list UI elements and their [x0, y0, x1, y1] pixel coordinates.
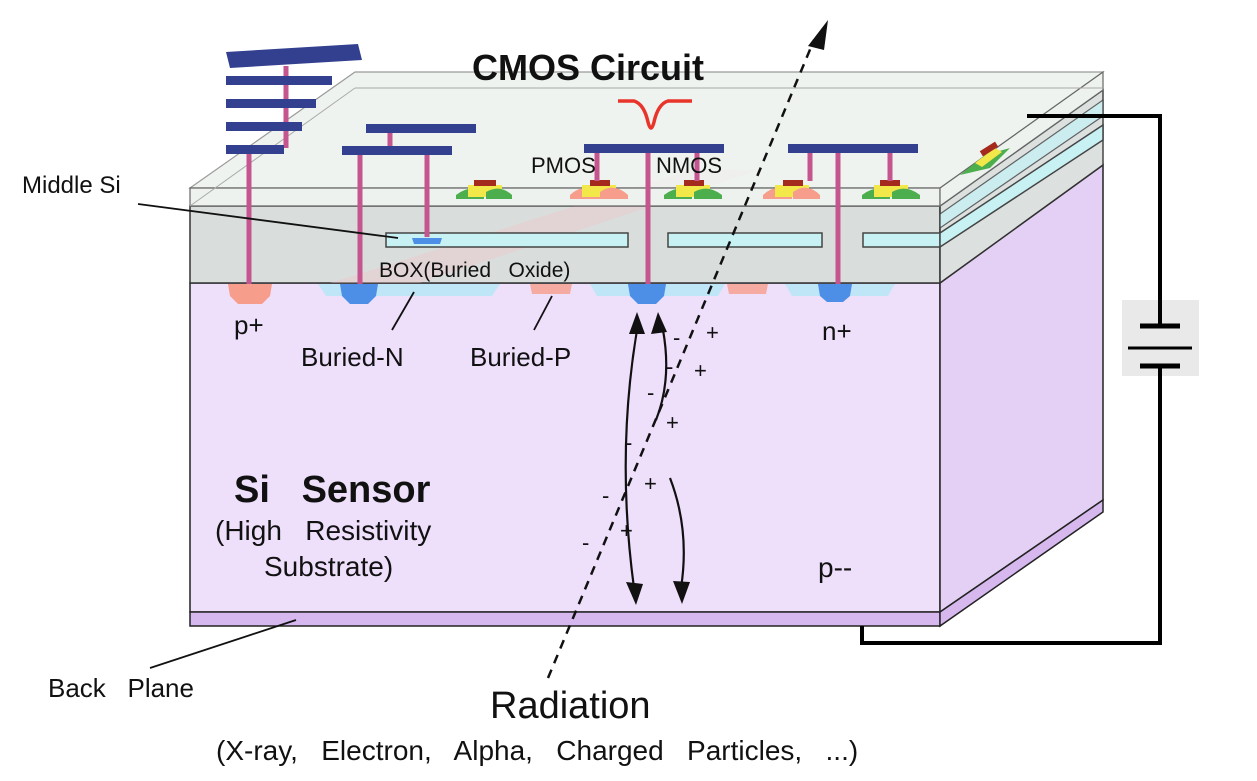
metal-line-buried-n-top	[366, 124, 476, 133]
middle-si-strip-3	[862, 232, 941, 248]
charge-plus: +	[706, 320, 719, 345]
leader-buried-p	[533, 295, 553, 331]
circuit-front-face	[189, 187, 941, 207]
metal-stack-4	[226, 145, 284, 154]
charge-minus: -	[666, 354, 673, 379]
transistor-4	[763, 180, 820, 199]
back-plane-side	[939, 498, 1104, 628]
nmos-label: NMOS	[656, 153, 722, 178]
metal-line-buried-n	[342, 146, 452, 155]
charge-minus: -	[582, 530, 589, 555]
n-plus-implant-1	[340, 284, 378, 304]
middle-si-label: Middle Si	[22, 172, 121, 199]
pmos-label: PMOS	[531, 153, 596, 178]
transistor-nmos	[664, 180, 722, 199]
buried-p-implant-2	[727, 284, 768, 294]
box-label: BOX(Buried Oxide)	[379, 259, 570, 282]
bias-wire-top	[1027, 114, 1162, 300]
charge-carriers: - + - + - + - + - + -	[582, 320, 719, 555]
charge-minus: -	[673, 325, 680, 350]
si-sensor-substrate	[189, 163, 1104, 628]
drift-arrows	[624, 329, 685, 589]
p-plus-label: p+	[234, 310, 264, 340]
leader-buried-n	[391, 291, 415, 331]
bias-wire-bottom	[860, 375, 1162, 645]
transistor-side	[960, 141, 1010, 175]
metal-top-pad	[226, 44, 362, 68]
battery-icon	[1122, 300, 1199, 376]
middle-si-side-layer	[939, 123, 1104, 249]
si-sensor-label: Si Sensor	[234, 469, 431, 511]
radiation-types-label: (X-ray, Electron, Alpha, Charged Particl…	[216, 735, 858, 766]
charge-minus: -	[647, 380, 654, 405]
buried-p-implant-1	[530, 284, 572, 294]
middle-si-strip-1	[385, 232, 629, 248]
p-plus-implant	[228, 284, 272, 304]
arrowhead-electron-down	[626, 582, 643, 605]
leader-lines	[137, 203, 553, 669]
middle-si-strip-2	[667, 232, 823, 248]
hole-drift-arrow-up	[654, 329, 668, 421]
leader-middle-si	[137, 203, 399, 239]
metal-line-center	[584, 144, 724, 153]
back-plane-front	[189, 611, 941, 627]
transistor-5	[862, 180, 920, 199]
p-minus-label: p--	[818, 552, 852, 583]
middle-si-strips	[385, 98, 1104, 249]
radiation-arrow-head	[808, 20, 828, 50]
buried-n-contact	[412, 238, 442, 244]
n-plus-implant-2	[628, 284, 666, 304]
charge-minus: -	[602, 483, 609, 508]
electron-drift-arrow	[624, 329, 639, 589]
high-resistivity-label-2: Substrate)	[264, 551, 393, 582]
bias-circuit	[860, 114, 1162, 645]
transistor-pmos	[570, 180, 628, 199]
hole-drift-arrow-down	[668, 477, 685, 589]
n-plus-label: n+	[822, 316, 852, 346]
buried-p-label: Buried-P	[470, 342, 571, 372]
n-plus-implant-3	[818, 284, 852, 302]
transistor-1	[456, 180, 512, 199]
cmos-circuit-title: CMOS Circuit	[472, 47, 704, 88]
arrowhead-hole-down	[673, 581, 690, 604]
leader-back-plane	[149, 619, 297, 669]
metal-line-right	[788, 144, 918, 153]
arrowhead-electron-up	[629, 312, 645, 334]
cmos-circuit-layer	[188, 70, 1105, 208]
charge-plus: +	[644, 471, 657, 496]
charge-plus: +	[666, 410, 679, 435]
implants	[228, 238, 895, 304]
charge-plus: +	[694, 358, 707, 383]
metal-stack-3	[226, 122, 302, 131]
charge-plus: +	[620, 518, 633, 543]
buried-n-label: Buried-N	[301, 342, 404, 372]
transistors	[456, 141, 1010, 199]
vias	[246, 66, 893, 284]
radiation-track	[546, 39, 816, 679]
metal-stack-1	[226, 76, 332, 85]
metal-lines	[226, 44, 918, 155]
circuit-side-face	[939, 70, 1104, 208]
signal-pulse	[618, 99, 692, 130]
radiation-label: Radiation	[490, 685, 651, 727]
high-resistivity-label-1: (High Resistivity	[215, 515, 431, 546]
metal-stack-2	[226, 99, 316, 108]
charge-minus: -	[625, 430, 632, 455]
arrowhead-hole-up	[651, 312, 667, 334]
back-plane-label: Back Plane	[48, 673, 194, 703]
